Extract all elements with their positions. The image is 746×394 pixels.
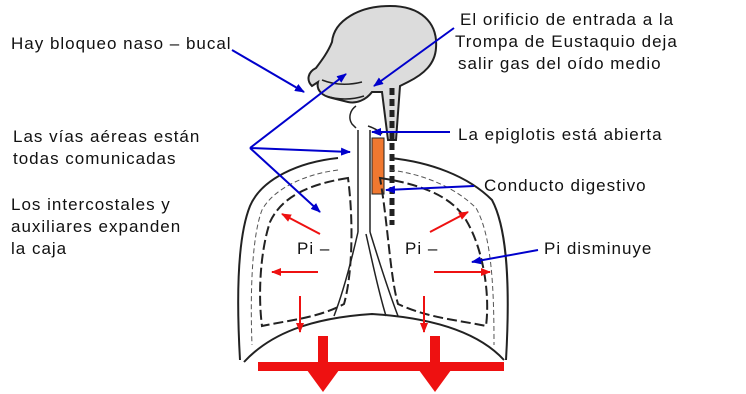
- label-trompa-line2: Trompa de Eustaquio deja: [455, 32, 678, 51]
- label-vias-line1: Las vías aéreas están: [13, 127, 201, 146]
- rib-cage-inner: [250, 169, 495, 346]
- label-conducto: Conducto digestivo: [484, 176, 647, 195]
- label-trompa-line3: salir gas del oído medio: [458, 54, 662, 73]
- label-vias-line2: todas comunicadas: [13, 149, 177, 168]
- pointer-arrows: [231, 27, 539, 265]
- right-lung: [378, 176, 489, 328]
- label-pi-left: Pi –: [297, 239, 331, 258]
- arrow-vias-lung: [249, 147, 321, 213]
- label-pi-disminuye: Pi disminuye: [544, 239, 653, 258]
- label-intercostales-line3: la caja: [11, 239, 68, 258]
- arrow-trompa: [373, 27, 455, 87]
- diaphragm-force-arrows: [258, 336, 504, 392]
- label-intercostales-line2: auxiliares expanden: [11, 217, 182, 236]
- label-pi-right: Pi –: [405, 239, 439, 258]
- label-trompa-line1: El orificio de entrada a la: [460, 10, 675, 29]
- label-intercostales-line1: Los intercostales y: [11, 195, 171, 214]
- head-outline: [307, 4, 438, 141]
- diaphragm: [243, 312, 505, 363]
- label-bloqueo: Hay bloqueo naso – bucal: [11, 34, 232, 53]
- arrow-pi-disminuye: [471, 249, 539, 265]
- throat-passage: [349, 105, 357, 129]
- rib-cage-outline: [237, 157, 509, 361]
- bronchi: [333, 231, 399, 317]
- arrow-bloqueo: [231, 49, 305, 93]
- expansion-arrows: [271, 211, 491, 333]
- arrow-vias-nose: [249, 73, 347, 149]
- arrow-conducto: [385, 185, 475, 194]
- label-epiglotis: La epiglotis está abierta: [458, 125, 663, 144]
- arrow-vias-trachea: [249, 147, 351, 156]
